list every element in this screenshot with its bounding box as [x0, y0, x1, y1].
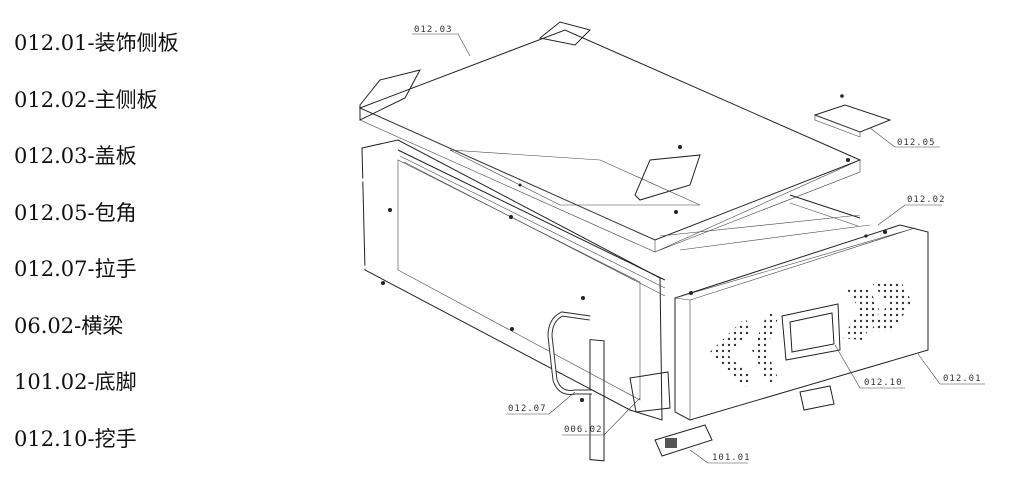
- callout-012-01: 012.01: [943, 374, 982, 384]
- cover-plate: [360, 22, 860, 252]
- callout-012-05: 012.05: [897, 138, 936, 148]
- callout-006-02: 006.02: [564, 425, 603, 435]
- chassis-body: [362, 140, 870, 420]
- callout-012-07: 012.07: [508, 404, 547, 414]
- callout-012-10: 012.10: [864, 378, 903, 388]
- leader-lines: [412, 34, 985, 463]
- foot-upper: [800, 386, 834, 410]
- front-decorative-panel: [675, 225, 928, 420]
- callout-012-02: 012.02: [907, 195, 946, 205]
- foot-lower: [655, 425, 712, 456]
- callout-012-03: 012.03: [414, 25, 453, 35]
- rear-handle: [350, 180, 392, 268]
- exploded-chassis-drawing: 012.03 012.05 012.02 012.01 012.10 012.0…: [0, 0, 1019, 467]
- loose-handle: [550, 296, 604, 461]
- corner-guard: [815, 94, 890, 137]
- callout-101-01: 101.01: [712, 453, 751, 463]
